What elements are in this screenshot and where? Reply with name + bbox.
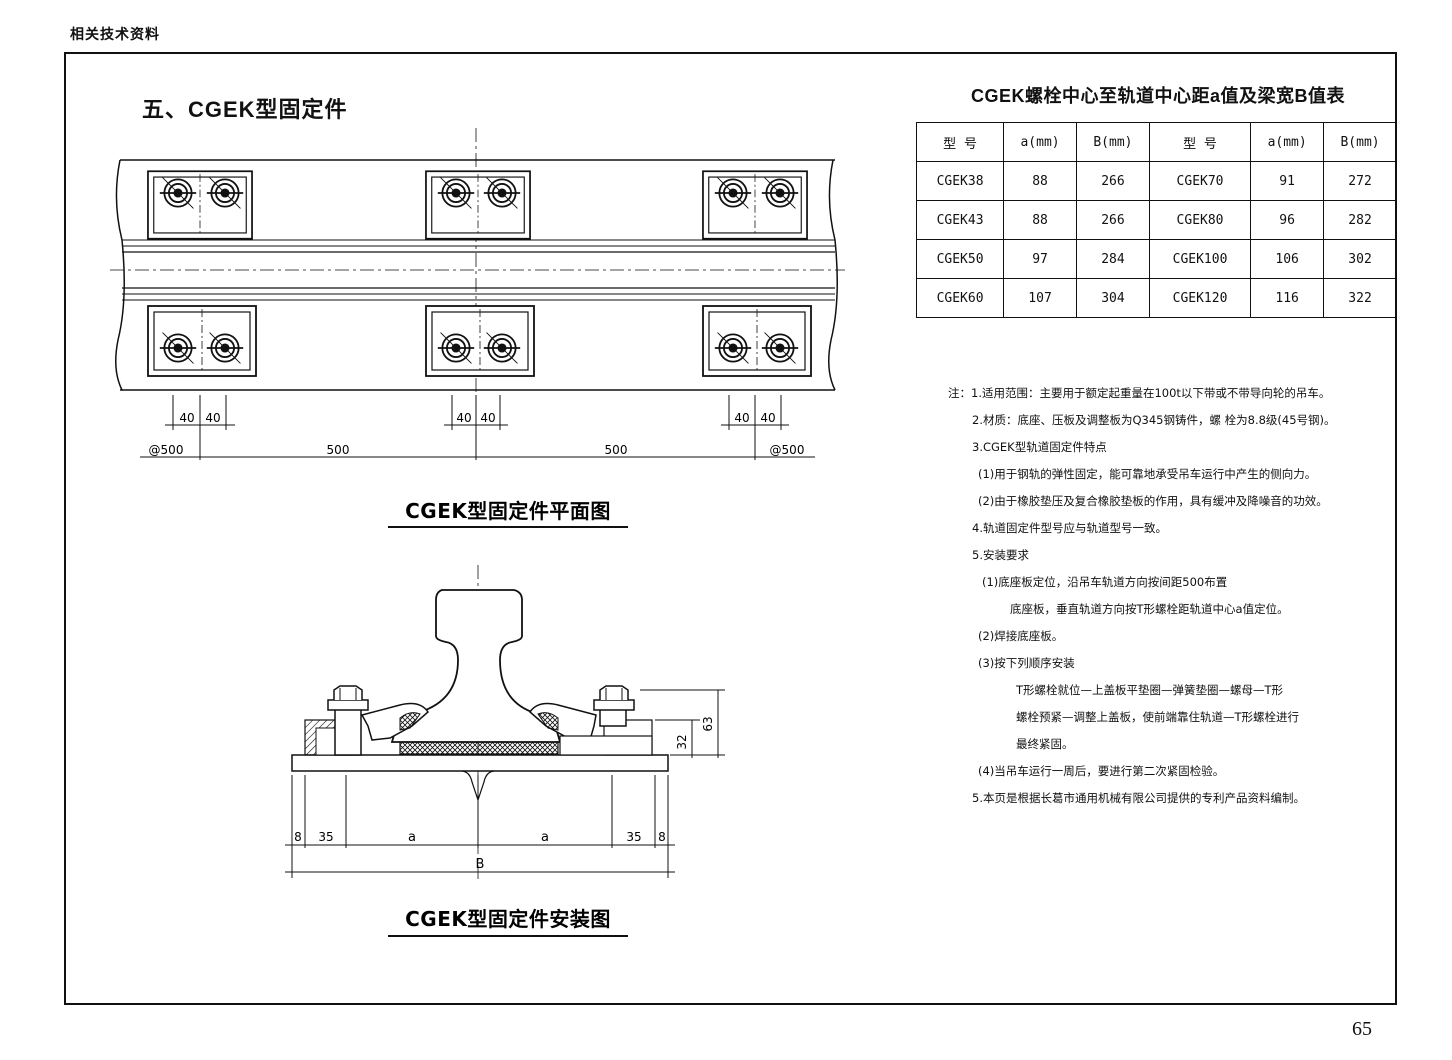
note-line: (1)用于钢轨的弹性固定，能可靠地承受吊车运行中产生的侧向力。 bbox=[978, 467, 1317, 481]
plate-bottom-2 bbox=[425, 305, 535, 377]
note-line: (2)焊接底座板。 bbox=[978, 629, 1064, 643]
table-cell: 106 bbox=[1250, 239, 1325, 279]
drawing-frame bbox=[64, 52, 1397, 1005]
plan-caption: CGEK型固定件平面图 bbox=[405, 499, 611, 523]
note-prefix: 注： bbox=[948, 386, 971, 400]
table-cell: CGEK100 bbox=[1148, 239, 1252, 279]
section-title: 五、CGEK型固定件 bbox=[142, 97, 348, 122]
note-line: 最终紧固。 bbox=[1016, 737, 1074, 751]
dim-spacing-left: @500 bbox=[149, 443, 184, 457]
table-cell: 88 bbox=[1003, 161, 1077, 201]
note-line: 螺栓预紧—调整上盖板，使前端靠住轨道—T形螺栓进行 bbox=[1016, 710, 1300, 724]
table-cell: 282 bbox=[1323, 200, 1397, 240]
header-cell: 型 号 bbox=[915, 122, 1005, 162]
table-cell: 272 bbox=[1323, 161, 1397, 201]
table-cell: 107 bbox=[1003, 278, 1077, 318]
header-cell: a(mm) bbox=[1250, 122, 1325, 162]
table-cell: 88 bbox=[1003, 200, 1077, 240]
dim-35: 35 bbox=[318, 830, 333, 844]
table-cell: CGEK120 bbox=[1148, 278, 1252, 318]
header-cell: B(mm) bbox=[1323, 122, 1397, 162]
table-cell: CGEK70 bbox=[1148, 161, 1252, 201]
table-row: CGEK43 88 266 CGEK80 96 282 bbox=[915, 200, 1397, 240]
table-cell: 284 bbox=[1075, 239, 1150, 279]
header-label: 相关技术资料 bbox=[70, 26, 160, 42]
table-cell: CGEK50 bbox=[915, 239, 1005, 279]
notes-block: 注：1.适用范围：主要用于额定起重量在100t以下带或不带导向轮的吊车。 2.材… bbox=[948, 380, 1378, 812]
dim-a: a bbox=[408, 830, 416, 845]
table-header-row: 型 号 a(mm) B(mm) 型 号 a(mm) B(mm) bbox=[915, 122, 1397, 162]
table-row: CGEK60 107 304 CGEK120 116 322 bbox=[915, 278, 1397, 318]
note-line: 底座板，垂直轨道方向按T形螺栓距轨道中心a值定位。 bbox=[1010, 602, 1289, 616]
note-line: 2.材质：底座、压板及调整板为Q345钢铸件，螺 栓为8.8级(45号钢)。 bbox=[972, 413, 1336, 427]
table-title: CGEK螺栓中心至轨道中心距a值及梁宽B值表 bbox=[970, 86, 1345, 106]
table-cell: 97 bbox=[1003, 239, 1077, 279]
dim-40: 40 bbox=[205, 411, 220, 425]
spec-table: 型 号 a(mm) B(mm) 型 号 a(mm) B(mm) CGEK38 8… bbox=[915, 122, 1397, 318]
dim-spacing-right: @500 bbox=[770, 443, 805, 457]
dim-a: a bbox=[541, 830, 549, 845]
plate-bottom-3 bbox=[702, 305, 812, 377]
table-cell: CGEK80 bbox=[1148, 200, 1252, 240]
table-cell: 116 bbox=[1250, 278, 1325, 318]
note-line: 3.CGEK型轨道固定件特点 bbox=[972, 440, 1107, 454]
note-line: 4.轨道固定件型号应与轨道型号一致。 bbox=[972, 521, 1167, 535]
note-line: (2)由于橡胶垫压及复合橡胶垫板的作用，具有缓冲及降噪音的功效。 bbox=[978, 494, 1328, 508]
table-cell: 302 bbox=[1323, 239, 1397, 279]
dim-8: 8 bbox=[294, 830, 302, 844]
dim-40: 40 bbox=[760, 411, 775, 425]
table-cell: 266 bbox=[1075, 200, 1150, 240]
dim-32: 32 bbox=[675, 734, 689, 749]
dim-B: B bbox=[476, 857, 485, 872]
dim-span: 500 bbox=[327, 443, 350, 457]
table-row: CGEK38 88 266 CGEK70 91 272 bbox=[915, 161, 1397, 201]
note-line: T形螺栓就位—上盖板平垫圈—弹簧垫圈—螺母—T形 bbox=[1016, 683, 1284, 697]
header-cell: a(mm) bbox=[1003, 122, 1077, 162]
table-cell: 304 bbox=[1075, 278, 1150, 318]
dim-35: 35 bbox=[626, 830, 641, 844]
table-cell: CGEK38 bbox=[915, 161, 1005, 201]
page-number: 65 bbox=[1352, 1018, 1372, 1040]
note-line: (3)按下列顺序安装 bbox=[978, 656, 1075, 670]
dim-63: 63 bbox=[701, 716, 715, 731]
install-caption: CGEK型固定件安装图 bbox=[405, 907, 611, 931]
header-cell: 型 号 bbox=[1148, 122, 1252, 162]
dim-40: 40 bbox=[456, 411, 471, 425]
dim-40: 40 bbox=[179, 411, 194, 425]
table-cell: 91 bbox=[1250, 161, 1325, 201]
table-cell: 266 bbox=[1075, 161, 1150, 201]
table-cell: CGEK60 bbox=[915, 278, 1005, 318]
header-cell: B(mm) bbox=[1075, 122, 1150, 162]
dim-8: 8 bbox=[658, 830, 666, 844]
table-cell: 96 bbox=[1250, 200, 1325, 240]
base-plate bbox=[291, 754, 669, 772]
drawing-canvas: 40 40 40 40 40 40 @500 500 500 @500 bbox=[110, 128, 845, 937]
note-line: 5.本页是根据长葛市通用机械有限公司提供的专利产品资料编制。 bbox=[972, 791, 1305, 805]
table-row: CGEK50 97 284 CGEK100 106 302 bbox=[915, 239, 1397, 279]
table-cell: CGEK43 bbox=[915, 200, 1005, 240]
note-line: (1)底座板定位，沿吊车轨道方向按间距500布置 bbox=[982, 575, 1228, 589]
table-cell: 322 bbox=[1323, 278, 1397, 318]
note-line: 注：1.适用范围：主要用于额定起重量在100t以下带或不带导向轮的吊车。 bbox=[948, 386, 1331, 400]
note-line: (4)当吊车运行一周后，要进行第二次紧固检验。 bbox=[978, 764, 1225, 778]
install-view: 32 63 8 35 a a 35 8 B bbox=[285, 565, 725, 880]
dim-span: 500 bbox=[605, 443, 628, 457]
dim-40: 40 bbox=[734, 411, 749, 425]
plate-bottom-1 bbox=[147, 305, 257, 377]
plan-view: 40 40 40 40 40 40 @500 500 500 @500 bbox=[110, 128, 845, 460]
note-line: 5.安装要求 bbox=[972, 548, 1029, 562]
dim-40: 40 bbox=[480, 411, 495, 425]
rubber-pad bbox=[399, 741, 559, 755]
